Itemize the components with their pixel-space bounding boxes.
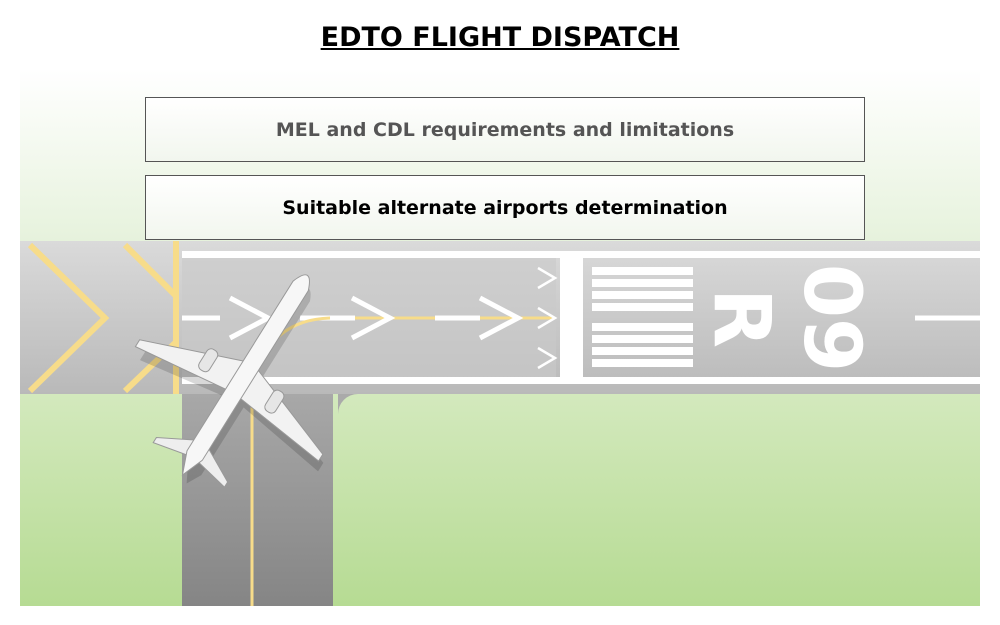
airplane-icon [134,274,324,488]
runway-number: 09 [786,264,876,373]
runway-suffix: R [696,288,786,348]
mel-cdl-label: MEL and CDL requirements and limitations [275,118,735,141]
threshold-bar [560,258,583,377]
alternate-airports-button[interactable]: Suitable alternate airports determinatio… [145,175,865,240]
grass [20,394,980,606]
mel-cdl-requirements-button[interactable]: MEL and CDL requirements and limitations [145,97,865,162]
alternate-airports-label: Suitable alternate airports determinatio… [282,196,728,219]
arrow-markings [228,266,558,370]
displaced-threshold-chevrons [27,241,179,394]
page-title: EDTO FLIGHT DISPATCH [320,22,680,53]
threshold-stripes [592,267,693,367]
